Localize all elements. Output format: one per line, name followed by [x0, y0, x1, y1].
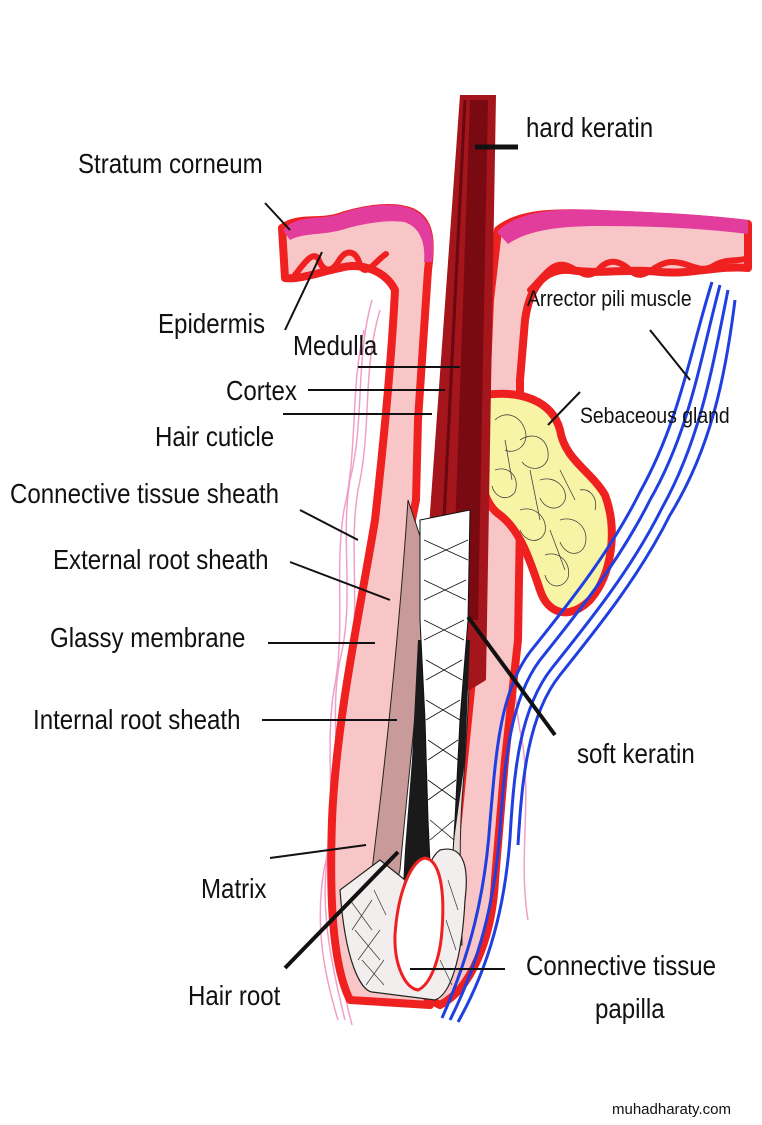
label-internal-root-sheath: Internal root sheath — [33, 704, 241, 735]
label-connective-tissue-papilla-line1: Connective tissue — [526, 950, 717, 981]
leader-stratum-corneum — [264, 202, 291, 231]
label-hair-root: Hair root — [188, 980, 281, 1011]
leader-matrix — [269, 844, 367, 859]
sebaceous-cells — [491, 414, 597, 587]
label-hard-keratin: hard keratin — [526, 112, 654, 143]
label-hair-cuticle: Hair cuticle — [155, 421, 275, 452]
label-medulla: Medulla — [293, 330, 378, 361]
leader-soft-keratin — [466, 615, 557, 737]
label-matrix: Matrix — [201, 873, 267, 904]
leader-external-root-sheath — [289, 561, 391, 601]
label-stratum-corneum: Stratum corneum — [78, 148, 263, 179]
bulb-cells — [349, 879, 459, 986]
label-external-root-sheath: External root sheath — [53, 544, 269, 575]
label-connective-tissue-papilla-line2: papilla — [595, 993, 665, 1024]
leader-epidermis — [284, 251, 323, 331]
connective-tissue-papilla-shape — [393, 856, 445, 992]
label-epidermis: Epidermis — [158, 308, 266, 339]
label-cortex: Cortex — [226, 375, 297, 406]
watermark: muhadharaty.com — [612, 1101, 731, 1118]
stratum-corneum-left — [283, 204, 434, 262]
leader-sebaceous-gland — [547, 391, 581, 426]
label-sebaceous-gland: Sebaceous gland — [580, 403, 730, 428]
arrector-pili-muscle — [440, 281, 737, 1023]
label-glassy-membrane: Glassy membrane — [50, 622, 246, 653]
label-arrector-pili-muscle: Arrector pili muscle — [527, 286, 692, 311]
leader-lines — [262, 144, 691, 970]
label-soft-keratin: soft keratin — [577, 738, 695, 769]
hair-shaft-medulla — [452, 100, 488, 620]
leader-arrector-pili — [649, 329, 691, 381]
matrix-mesh-lines — [423, 539, 469, 881]
stratum-corneum-right — [497, 209, 748, 244]
label-connective-tissue-sheath: Connective tissue sheath — [10, 478, 280, 509]
leader-connective-tissue-sheath — [299, 509, 359, 541]
sebaceous-gland — [475, 389, 616, 617]
epidermal-ridges — [292, 249, 751, 293]
leader-hair-root — [283, 850, 400, 970]
